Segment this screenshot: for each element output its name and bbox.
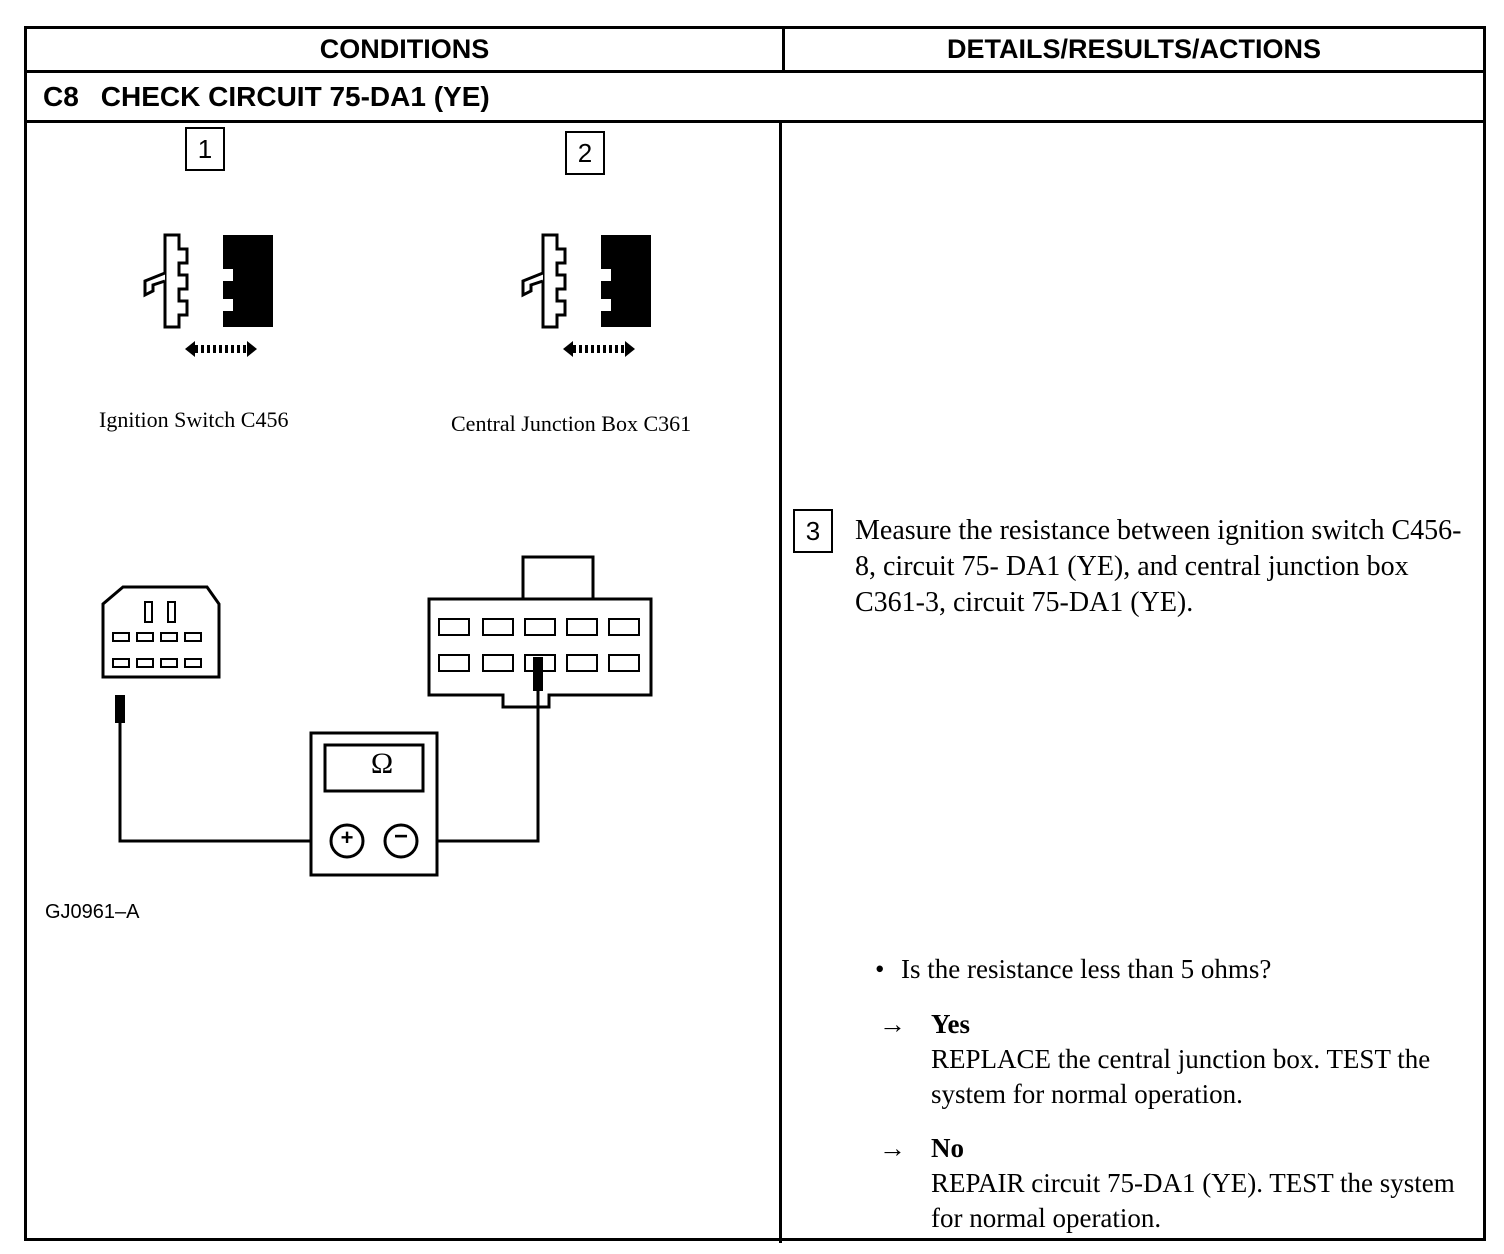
negative-terminal-icon: −: [393, 823, 408, 850]
question: • Is the resistance less than 5 ohms?: [875, 954, 1271, 985]
conditions-header: CONDITIONS: [27, 29, 785, 73]
answer-action: REPAIR circuit 75-DA1 (YE). TEST the sys…: [931, 1168, 1455, 1233]
step-code: C8: [43, 80, 79, 112]
answer-label: Yes: [931, 1009, 970, 1039]
answer-label: No: [931, 1133, 964, 1163]
answer-action: REPLACE the central junction box. TEST t…: [931, 1044, 1431, 1109]
callout-2: 2: [565, 131, 605, 175]
junction-box-label: Central Junction Box C361: [451, 411, 692, 436]
answer-no: → No REPAIR circuit 75-DA1 (YE). TEST the…: [879, 1131, 1491, 1236]
junction-box-connector: [427, 555, 653, 709]
callout-3: 3: [793, 509, 833, 553]
answer-yes: → Yes REPLACE the central junction box. T…: [879, 1007, 1491, 1112]
ignition-switch-connector: [101, 585, 221, 679]
disconnect-icon-1: [143, 233, 273, 357]
positive-terminal-icon: +: [340, 825, 354, 850]
ohm-symbol: Ω: [370, 747, 394, 780]
connector-diagram: [101, 233, 653, 877]
diagnostic-table: CONDITIONS DETAILS/RESULTS/ACTIONS C8 CH…: [24, 26, 1486, 1243]
probe-right: [533, 657, 543, 691]
arrow-right-icon: →: [879, 1009, 906, 1039]
question-text: Is the resistance less than 5 ohms?: [901, 954, 1272, 984]
bullet-icon: •: [875, 954, 885, 984]
probe-left: [115, 695, 125, 723]
ohmmeter: [309, 731, 439, 877]
disconnect-icon-2: [521, 233, 651, 357]
callout-1: 1: [185, 127, 225, 171]
step-title-row: C8 CHECK CIRCUIT 75-DA1 (YE): [27, 73, 1483, 123]
ignition-switch-label: Ignition Switch C456: [99, 407, 289, 432]
instruction-text: Measure the resistance between ignition …: [855, 515, 1462, 618]
arrow-right-icon: →: [879, 1133, 906, 1163]
details-header: DETAILS/RESULTS/ACTIONS: [785, 29, 1483, 73]
step-title: CHECK CIRCUIT 75-DA1 (YE): [100, 80, 490, 112]
column-divider: [779, 123, 782, 1243]
figure-id: GJ0961–A: [45, 901, 140, 923]
test-leads: [118, 691, 540, 843]
